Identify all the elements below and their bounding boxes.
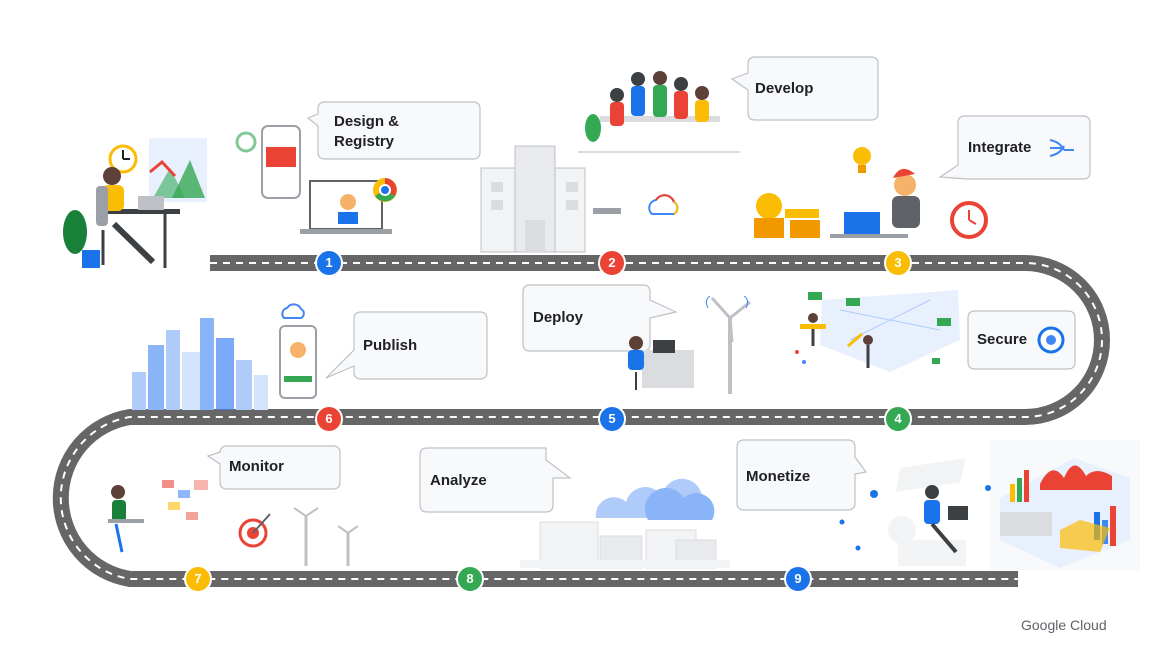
stage-label-design-registry: Design & Registry (334, 112, 399, 152)
stage-number-8: 8 (466, 571, 474, 586)
stage-label-design-line: Design & (334, 113, 400, 130)
stage-label-monetize: Monetize (746, 468, 811, 485)
bubble-1 (306, 101, 481, 160)
designer-at-desk-illustration (63, 138, 207, 268)
road (52, 255, 1110, 587)
city-skyline-illustration (132, 303, 317, 410)
stage-label-develop: Develop (755, 80, 814, 97)
data-dashboard-illustration (985, 440, 1140, 570)
town-and-clouds-illustration (520, 478, 730, 569)
stage-label-deploy: Deploy (533, 309, 584, 326)
stage-number-6: 6 (325, 411, 333, 426)
developer-with-coins-illustration (754, 147, 988, 239)
stage-number-3: 3 (894, 255, 902, 270)
deploy-desk-and-turbine-illustration (628, 295, 751, 394)
team-meeting-illustration (578, 71, 740, 153)
stage-number-5: 5 (608, 411, 616, 426)
bubble-5 (325, 311, 488, 380)
stage-number-7: 7 (194, 571, 202, 586)
integrate-icon (1049, 139, 1074, 157)
analyst-with-charts-illustration (108, 480, 208, 553)
stage-number-9: 9 (794, 571, 802, 586)
bubble-6 (967, 310, 1076, 370)
stage-number-4: 4 (894, 411, 902, 426)
target-and-turbines-illustration (238, 507, 359, 566)
mobile-and-laptop-illustration (235, 125, 397, 234)
monetize-illustration (839, 458, 968, 566)
secure-blueprint-illustration (795, 290, 1065, 372)
stage-label-integrate: Integrate (968, 139, 1032, 156)
bubble-2 (730, 56, 879, 121)
stage-number-1: 1 (325, 255, 333, 270)
stage-markers (184, 249, 912, 593)
google-cloud-logo-text: Google Cloud (1021, 617, 1107, 633)
stage-label-monitor: Monitor (229, 458, 284, 475)
speech-bubbles (206, 56, 1091, 513)
stage-label-publish: Publish (363, 337, 418, 354)
bubble-8 (419, 447, 572, 513)
bubble-7 (206, 445, 341, 490)
office-building-illustration (480, 145, 679, 253)
bubble-3 (938, 115, 1091, 180)
bubble-9 (736, 439, 868, 511)
stage-label-analyze: Analyze (430, 472, 487, 489)
stage-label-registry-line: Registry (334, 133, 395, 150)
stage-label-secure: Secure (977, 331, 1028, 348)
stage-number-2: 2 (608, 255, 616, 270)
